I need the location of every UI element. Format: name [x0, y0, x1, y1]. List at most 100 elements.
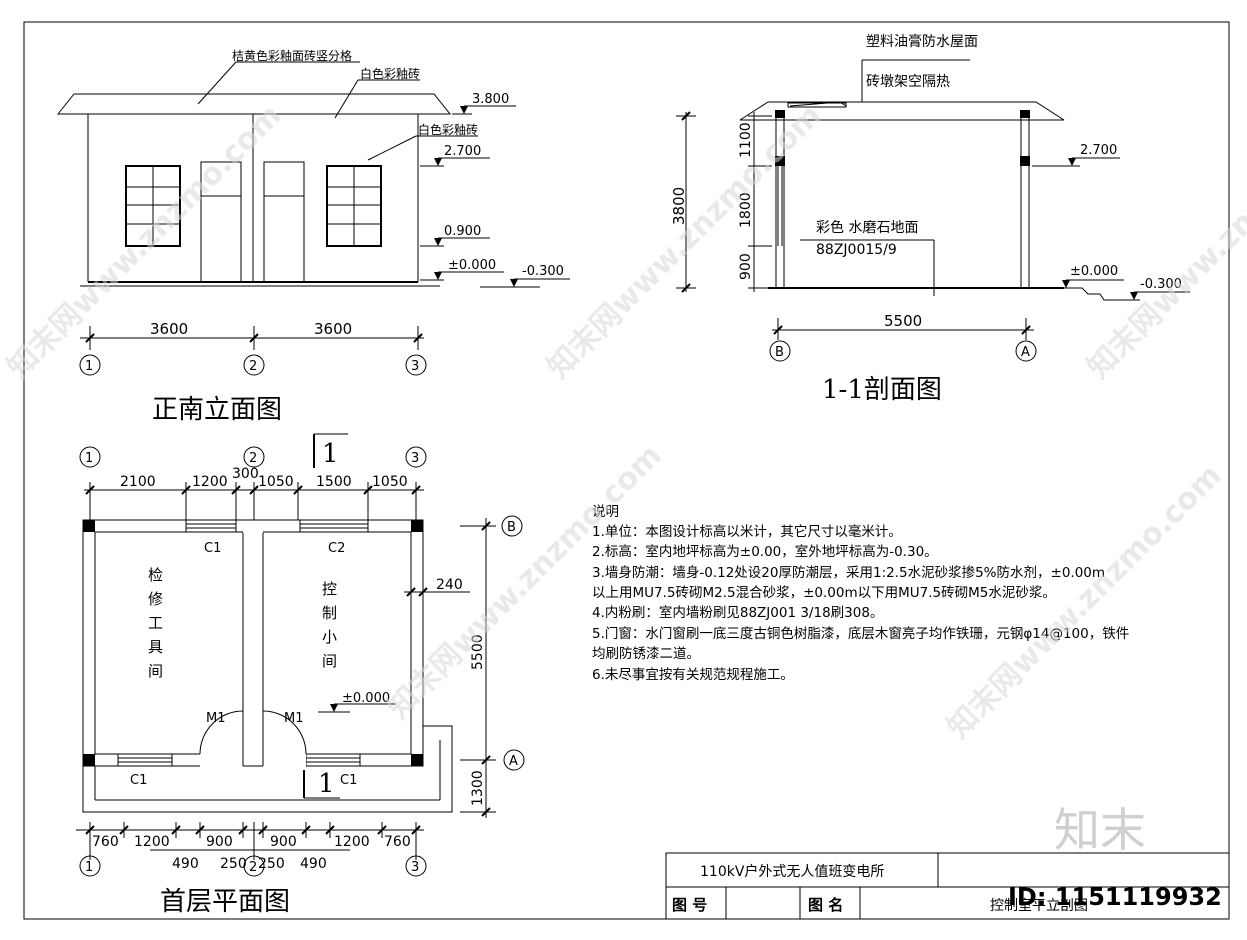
note-line-7: 均刷防锈漆二道。: [592, 646, 700, 662]
plan-title: 首层平面图: [160, 887, 290, 917]
window-c1-top: C1: [204, 541, 221, 556]
section-horizontal-dim: 5500 B A: [769, 312, 1037, 362]
note-line-1: 1.单位：本图设计标高以米计，其它尺寸以毫米计。: [592, 523, 902, 540]
svg-text:间: 间: [148, 662, 163, 680]
section-cut-bottom: 1: [318, 769, 335, 799]
room-maintenance-label: 检 修 工 具 间: [148, 566, 163, 680]
annot-white-tile-1: 白色彩釉砖: [360, 66, 420, 81]
svg-text:5500: 5500: [884, 312, 922, 330]
svg-text:3800: 3800: [670, 187, 688, 225]
svg-text:工: 工: [148, 614, 163, 632]
svg-text:900: 900: [270, 834, 297, 850]
elevation-dimensions: 3600 3600: [80, 320, 424, 350]
svg-text:制: 制: [322, 604, 337, 622]
elevation-door-left: [200, 161, 242, 283]
svg-text:1050: 1050: [258, 474, 294, 490]
plan-dims-bottom: 760 1200 900 900 1200 760 490 250 250 49…: [76, 822, 427, 877]
svg-text:2100: 2100: [120, 474, 156, 490]
window-c1-bottom-right: C1: [340, 773, 357, 788]
elevation-level-m030: -0.300: [480, 264, 570, 288]
svg-text:250: 250: [258, 856, 285, 872]
svg-text:760: 760: [384, 834, 411, 850]
title-block: 110kV户外式无人值班变电所 图 号 图 名 控制室平立剖图: [665, 852, 1230, 920]
svg-text:3: 3: [411, 860, 419, 875]
svg-text:具: 具: [148, 638, 163, 656]
section-level-m030: -0.300: [1130, 277, 1190, 300]
drawing-no-label: 图 号: [672, 896, 707, 914]
note-line-8: 6.未尽事宜按有关规范规程施工。: [592, 667, 794, 683]
elevation-level-380: 3.800: [452, 92, 516, 115]
svg-text:2: 2: [249, 359, 257, 374]
note-line-4: 以上用MU7.5砖砌M2.5混合砂浆，±0.00m以下用MU7.5砖砌M5水泥砂…: [592, 585, 1056, 601]
section-view: 塑料油膏防水屋面 砖墩架空隔热 彩色 水磨石地面 88ZJ0015/9 3800…: [670, 33, 1190, 405]
elevation-title: 正南立面图: [152, 395, 282, 425]
section-title: 1-1剖面图: [822, 375, 942, 405]
floor-note-1: 彩色 水磨石地面: [816, 219, 918, 236]
svg-text:A: A: [509, 754, 518, 769]
svg-text:-0.300: -0.300: [522, 264, 564, 279]
plan-dim-wall: 240: [404, 577, 470, 597]
plan-dims-right: 5500 1300 B A: [460, 515, 525, 818]
elevation-level-270: 2.700: [420, 144, 490, 167]
svg-text:修: 修: [148, 590, 163, 608]
svg-text:3600: 3600: [314, 320, 352, 338]
svg-text:小: 小: [322, 628, 337, 646]
svg-text:2.700: 2.700: [444, 144, 481, 159]
svg-text:1800: 1800: [738, 192, 754, 228]
watermark-logo: 知末: [1054, 803, 1146, 857]
notes-heading: 说明: [592, 504, 619, 520]
svg-text:240: 240: [436, 577, 463, 593]
svg-text:490: 490: [172, 856, 199, 872]
annot-tile: 桔黄色彩釉面砖竖分格: [232, 48, 352, 63]
elevation-axis-bubbles: 1 2 3: [79, 354, 427, 376]
svg-text:490: 490: [300, 856, 327, 872]
svg-text:间: 间: [322, 652, 337, 670]
section-vertical-dims: 3800 1100 1800 900: [670, 111, 772, 293]
svg-text:检: 检: [148, 566, 163, 584]
drawing-name-label: 图 名: [808, 896, 843, 914]
svg-text:1050: 1050: [372, 474, 408, 490]
drawing-name: 控制室平立剖图: [990, 897, 1088, 914]
window-c1-bottom-left: C1: [130, 773, 147, 788]
section-level-000: ±0.000: [1062, 264, 1124, 288]
svg-text:±0.000: ±0.000: [448, 258, 496, 273]
svg-text:900: 900: [738, 253, 754, 280]
window-c2-top: C2: [328, 541, 345, 556]
svg-text:250: 250: [220, 856, 247, 872]
svg-text:0.900: 0.900: [444, 224, 481, 239]
elevation-window-right: [326, 165, 382, 247]
door-m1-left: M1: [206, 711, 226, 726]
svg-text:1100: 1100: [738, 122, 754, 158]
section-cut-top: 1: [322, 439, 339, 469]
svg-text:1500: 1500: [316, 474, 352, 490]
floor-note-2: 88ZJ0015/9: [816, 242, 897, 258]
svg-text:1200: 1200: [192, 474, 228, 490]
svg-text:知末网www.znzmo.com: 知末网www.znzmo.com: [1081, 98, 1247, 386]
elevation-level-090: 0.900: [420, 224, 490, 247]
svg-text:1200: 1200: [334, 834, 370, 850]
plan-dims-top: 2100 1200 300 1050 1500 1050: [84, 466, 424, 520]
svg-text:B: B: [507, 520, 516, 535]
svg-text:300: 300: [232, 466, 259, 482]
note-line-5: 4.内粉刷：室内墙粉刷见88ZJ001 3/18刷308。: [592, 604, 883, 621]
annot-insulation: 砖墩架空隔热: [866, 74, 950, 90]
svg-text:2: 2: [249, 860, 257, 875]
note-line-2: 2.标高：室内地坪标高为±0.00，室外地坪标高为-0.30。: [592, 543, 938, 560]
svg-text:A: A: [1021, 345, 1030, 360]
svg-text:760: 760: [92, 834, 119, 850]
svg-text:-0.300: -0.300: [1140, 277, 1182, 292]
annot-white-tile-2: 白色彩釉砖: [418, 122, 478, 137]
plan-level-000: ±0.000: [318, 691, 396, 713]
svg-text:±0.000: ±0.000: [1070, 264, 1118, 279]
svg-text:1: 1: [85, 860, 93, 875]
svg-text:B: B: [775, 345, 784, 360]
annot-roof: 塑料油膏防水屋面: [866, 33, 978, 50]
svg-text:控: 控: [322, 580, 337, 598]
svg-text:知末网www.znzmo.com: 知末网www.znzmo.com: [941, 458, 1229, 746]
door-m1-right: M1: [284, 711, 304, 726]
project-name: 110kV户外式无人值班变电所: [700, 863, 884, 880]
svg-text:1200: 1200: [134, 834, 170, 850]
note-line-6: 5.门窗：水门窗刷一底三度古铜色树脂漆，底层木窗亮子均作铁珊，元钢φ14@100…: [592, 625, 1129, 642]
svg-text:±0.000: ±0.000: [342, 691, 390, 706]
